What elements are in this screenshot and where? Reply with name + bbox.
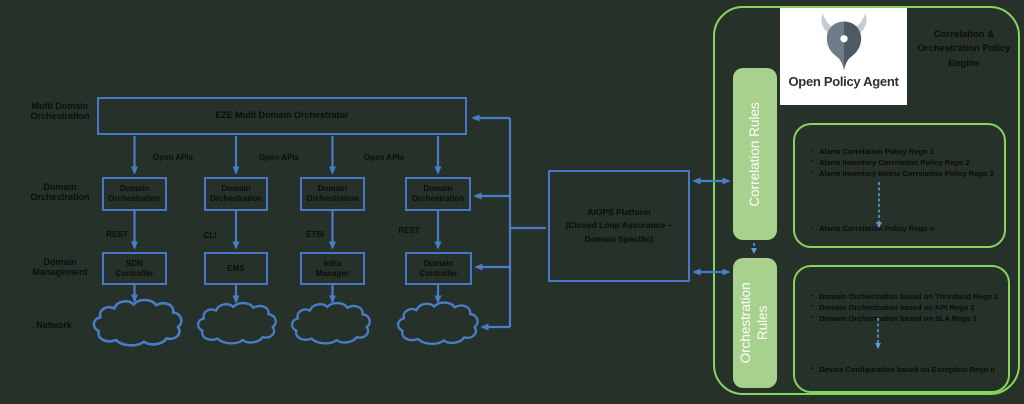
open-policy-agent-logo-box: Open Policy Agent xyxy=(780,8,907,105)
orchestration-rule-item: Domain Orchestration based on SLA Rego 3 xyxy=(811,313,1000,324)
open-policy-agent-icon xyxy=(820,13,867,71)
orchestration-rules-last: Device Configuration based on Exception … xyxy=(811,364,1000,375)
open-apis-label-2: Open APIs xyxy=(258,153,300,162)
sdn-controller-box: SDN Controller xyxy=(102,252,167,285)
interface-label-rest-1: REST xyxy=(106,230,128,239)
row-label-network: Network xyxy=(36,320,72,330)
cloud-label-programmable-network: Programmable Network xyxy=(113,312,167,330)
open-apis-label-3: Open APIs xyxy=(363,153,405,162)
ems-box: EMS xyxy=(204,252,268,285)
orchestration-rules-list-box: Domain Orchestration based on Threshold … xyxy=(793,265,1010,393)
correlation-rules-last: Alarm Correlation Policy Rego n xyxy=(811,223,994,234)
open-policy-agent-caption: Open Policy Agent xyxy=(788,74,899,89)
correlation-rule-item: Alarm Inventory Correlation Policy Rego … xyxy=(811,157,994,168)
orchestration-rule-item: Domain Orchestration based on KPI Rego 2 xyxy=(811,302,1000,313)
open-apis-label-1: Open APIs xyxy=(152,153,194,162)
correlation-rule-item-last: Alarm Correlation Policy Rego n xyxy=(811,223,994,234)
row-label-domain-orchestration: Domain Orchestration xyxy=(30,182,90,203)
domain-controller-box: Domain Controller xyxy=(405,252,472,285)
interface-label-etsi: ETSI xyxy=(306,230,324,239)
e2e-multi-domain-orchestrator-box: E2E Multi Domain Orchestrator xyxy=(97,97,467,135)
domain-orchestration-box-1: Domain Orchestration xyxy=(102,177,167,211)
infra-manager-box: Infra Manager xyxy=(300,252,365,285)
domain-orchestration-box-3: Domain Orchestration xyxy=(300,177,365,211)
aiops-platform-box: AIOPS Platform (Closed Loop Assurance – … xyxy=(548,170,690,282)
orchestration-rules-list: Domain Orchestration based on Threshold … xyxy=(811,291,1000,324)
policy-engine-panel xyxy=(713,6,1020,395)
row-label-domain-management: Domain Management xyxy=(32,257,88,278)
orchestration-rule-item: Domain Orchestration based on Threshold … xyxy=(811,291,1000,302)
interface-label-cli: CLI xyxy=(203,231,217,240)
correlation-rules-list-box: Alarm Correlation Policy Rego 1 Alarm In… xyxy=(793,123,1006,248)
row-label-multi-domain-orchestration: Multi Domain Orchestration xyxy=(30,101,90,122)
policy-engine-title: Correlation & Orchestration Policy Engin… xyxy=(917,29,1011,69)
orchestration-rules-tab: Orchestration Rules xyxy=(733,258,777,388)
domain-orchestration-box-2: Domain Orchestration xyxy=(204,177,268,211)
domain-orchestration-box-4: Domain Orchestration xyxy=(405,177,471,211)
cloud-label-pnfs: PNFs xyxy=(229,318,249,327)
correlation-rule-item: Alarm Correlation Policy Rego 1 xyxy=(811,146,994,157)
correlation-rules-tab: Correlation Rules xyxy=(733,68,777,240)
interface-label-rest-2: REST xyxy=(398,226,420,235)
correlation-rules-tab-label: Correlation Rules xyxy=(746,101,762,207)
orchestration-rules-spacer xyxy=(811,324,1000,364)
orchestration-rules-tab-label: Orchestration Rules xyxy=(738,282,770,364)
cloud-label-cloud-nfvi: Cloud/ NFVI xyxy=(321,312,345,330)
cloud-label-hybrid: Hybrid xyxy=(428,318,452,327)
correlation-rule-item: Alarm Inventory Metric Correlation Polic… xyxy=(811,168,994,179)
correlation-rules-spacer xyxy=(811,179,994,223)
correlation-rules-list: Alarm Correlation Policy Rego 1 Alarm In… xyxy=(811,146,994,179)
orchestration-rule-item-last: Device Configuration based on Exception … xyxy=(811,364,1000,375)
